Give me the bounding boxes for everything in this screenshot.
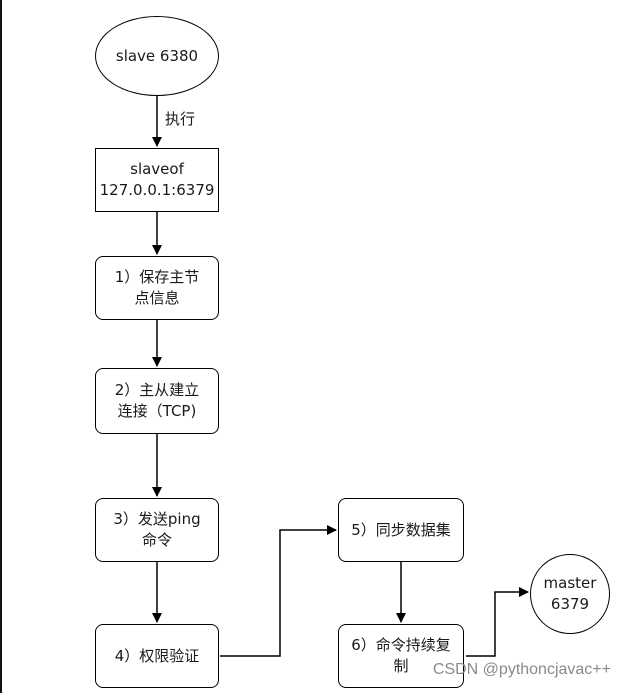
node-step-4-auth: 4）权限验证 (95, 624, 219, 688)
node-step-2-establish-connection: 2）主从建立连接（TCP) (95, 368, 219, 434)
left-border-line (0, 0, 2, 693)
edge-step4-to-step5 (220, 525, 337, 657)
node-step-1-save-master-info: 1）保存主节点信息 (95, 256, 219, 320)
node-slave-6380: slave 6380 (95, 16, 219, 96)
node-master-6379: master 6379 (530, 554, 610, 634)
node-step-6-command-replication: 6）命令持续复制 (338, 624, 464, 688)
node-step-3-send-ping: 3）发送ping命令 (95, 498, 219, 562)
csdn-watermark: CSDN @pythoncjavac++ (432, 661, 611, 678)
node-step-5-sync-dataset: 5）同步数据集 (338, 498, 464, 562)
edge-step6-to-master (466, 587, 529, 657)
edge-label-execute: 执行 (163, 108, 198, 129)
node-slaveof-command: slaveof 127.0.0.1:6379 (95, 148, 219, 212)
